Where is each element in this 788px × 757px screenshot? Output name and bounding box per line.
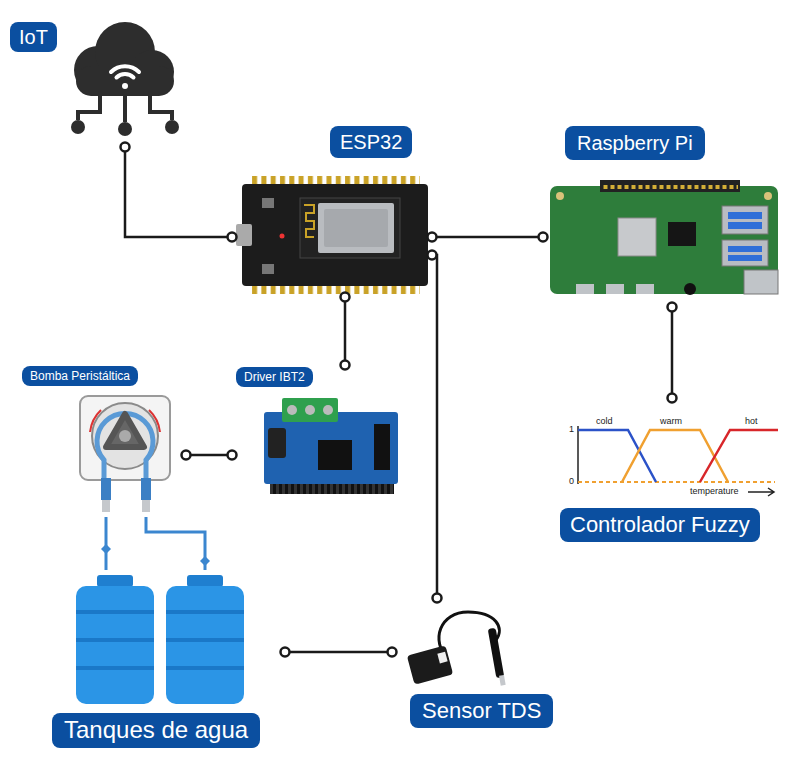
component-node: IoT (8, 10, 183, 147)
connector-line (285, 651, 392, 654)
connector-dot (228, 451, 237, 460)
connector-line (186, 454, 232, 457)
connector (281, 648, 397, 657)
component-label: Raspberry Pi (565, 126, 705, 160)
water-tanks (76, 544, 244, 704)
connector-dot (668, 303, 677, 312)
connector-dot (539, 233, 548, 242)
raspberry-pi-board (550, 180, 778, 295)
connector-dot (668, 394, 677, 403)
axis-label: temperature (690, 486, 739, 497)
axis-label: warm (660, 416, 682, 427)
connector-dot (341, 361, 350, 370)
component-label: Controlador Fuzzy (560, 508, 760, 542)
cloud-icon (71, 22, 179, 136)
connector (341, 293, 350, 370)
connector-line (432, 255, 437, 598)
connector-line (146, 517, 205, 570)
component-node: ESP32 (232, 122, 432, 297)
component-node: Sensor TDS (392, 598, 557, 744)
connector (428, 233, 548, 242)
connector-line (671, 307, 674, 398)
connector-line (125, 147, 232, 237)
connector (106, 517, 205, 570)
axis-label: cold (596, 416, 613, 427)
connector-dot (428, 233, 437, 242)
connector (668, 303, 677, 403)
connector-dot (121, 143, 130, 152)
connector (182, 451, 237, 460)
component-node: Bomba Peristáltica (18, 362, 186, 517)
tds-sensor (407, 612, 506, 686)
connector-line (344, 297, 347, 365)
component-label: Bomba Peristáltica (22, 366, 138, 386)
component-node: Raspberry Pi (543, 122, 786, 307)
connector-dot (281, 648, 290, 657)
connector-dot (428, 251, 437, 260)
connector-dot (182, 451, 191, 460)
component-node: Tanques de agua (50, 570, 285, 755)
connector-line (105, 517, 108, 570)
component-label: Driver IBT2 (236, 367, 313, 387)
connector (428, 251, 442, 603)
axis-label: hot (745, 416, 758, 427)
component-label: IoT (10, 22, 57, 52)
connector (121, 143, 237, 242)
component-label: Tanques de agua (52, 713, 260, 748)
connector-dot (388, 648, 397, 657)
axis-label: 0 (569, 476, 574, 487)
connector-dot (228, 233, 237, 242)
peristaltic-pump (80, 396, 170, 512)
component-label: Sensor TDS (410, 694, 553, 728)
fuzzy-chart (578, 426, 778, 496)
component-node: Driver IBT2 (232, 365, 404, 495)
driver-board (264, 398, 398, 494)
connector-dot (433, 594, 442, 603)
axis-label: 1 (569, 424, 574, 435)
connector-dot (341, 293, 350, 302)
connector-line (432, 236, 543, 239)
esp32-board (236, 176, 428, 294)
component-label: ESP32 (330, 126, 412, 158)
